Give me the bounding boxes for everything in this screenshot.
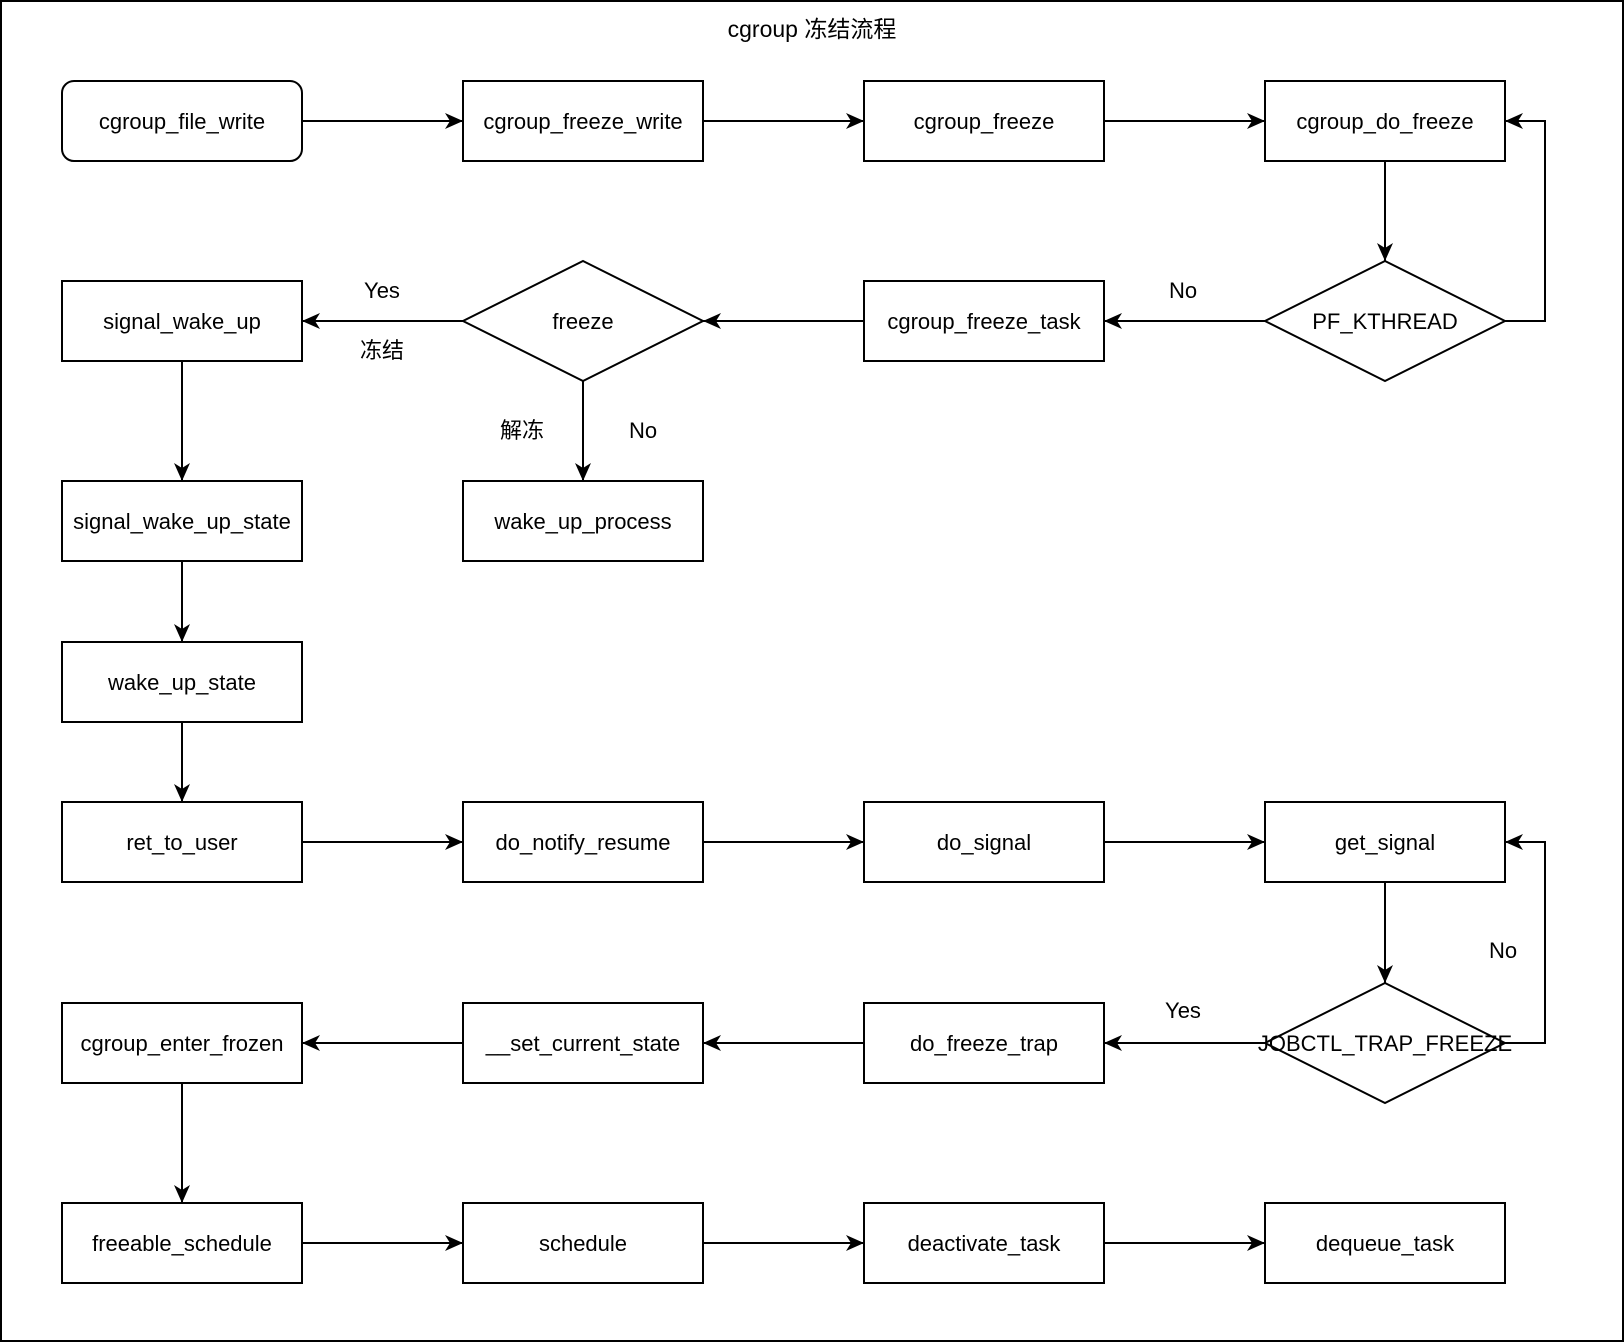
node-shape-do-freeze-trap — [863, 1002, 1105, 1084]
node-deactivate-task: deactivate_task — [863, 1202, 1105, 1284]
node-shape-cgroup-file-write — [61, 80, 303, 162]
edge-labels-layer: No Yes 冻结 解冻 No Yes No — [360, 278, 1517, 1023]
node-do-freeze-trap: do_freeze_trap — [863, 1002, 1105, 1084]
node-shape-set-current-state — [462, 1002, 704, 1084]
node-label-do-freeze-trap: do_freeze_trap — [910, 1031, 1058, 1056]
node-label-signal-wake-up: signal_wake_up — [103, 309, 261, 334]
node-shape-cgroup-enter-frozen — [61, 1002, 303, 1084]
diagram-title: cgroup 冻结流程 — [728, 16, 897, 42]
edge-jobctl-trap-freeze-to-get-signal — [1505, 834, 1546, 1044]
node-schedule: schedule — [462, 1202, 704, 1284]
node-label-signal-wake-up-state: signal_wake_up_state — [73, 509, 291, 534]
node-shape-cgroup-freeze-task — [863, 280, 1105, 362]
edge-pf-kthread-to-cgroup-do-freeze — [1505, 113, 1546, 322]
node-label-cgroup-enter-frozen: cgroup_enter_frozen — [80, 1031, 283, 1056]
node-label-deactivate-task: deactivate_task — [908, 1231, 1062, 1256]
node-shape-freeze — [460, 259, 706, 383]
edge-label-freeze-no: No — [629, 418, 657, 443]
node-shape-cgroup-freeze — [863, 80, 1105, 162]
node-jobctl-trap-freeze: JOBCTL_TRAP_FREEZE — [1258, 981, 1512, 1105]
node-signal-wake-up-state: signal_wake_up_state — [61, 480, 303, 562]
node-shape-dequeue-task — [1264, 1202, 1506, 1284]
node-label-ret-to-user: ret_to_user — [126, 830, 237, 855]
node-label-cgroup-file-write: cgroup_file_write — [99, 109, 265, 134]
node-cgroup-freeze-write: cgroup_freeze_write — [462, 80, 704, 162]
node-label-jobctl-trap-freeze: JOBCTL_TRAP_FREEZE — [1258, 1031, 1512, 1056]
node-cgroup-file-write: cgroup_file_write — [61, 80, 303, 162]
edges-layer — [174, 113, 1546, 1251]
node-get-signal: get_signal — [1264, 801, 1506, 883]
node-label-do-signal: do_signal — [937, 830, 1031, 855]
node-label-cgroup-freeze: cgroup_freeze — [914, 109, 1055, 134]
node-shape-pf-kthread — [1262, 259, 1508, 383]
node-set-current-state: __set_current_state — [462, 1002, 704, 1084]
node-label-wake-up-state: wake_up_state — [107, 670, 256, 695]
node-shape-signal-wake-up — [61, 280, 303, 362]
node-shape-jobctl-trap-freeze — [1262, 981, 1508, 1105]
node-freeable-schedule: freeable_schedule — [61, 1202, 303, 1284]
node-label-cgroup-freeze-task: cgroup_freeze_task — [887, 309, 1081, 334]
edge-label-freeze-yes: Yes — [364, 278, 400, 303]
node-label-freeze: freeze — [552, 309, 613, 334]
node-label-schedule: schedule — [539, 1231, 627, 1256]
edge-label-freeze-unfreeze: 解冻 — [500, 418, 544, 443]
node-label-get-signal: get_signal — [1335, 830, 1435, 855]
node-do-notify-resume: do_notify_resume — [462, 801, 704, 883]
edge-label-jobctl-yes: Yes — [1165, 998, 1201, 1023]
node-do-signal: do_signal — [863, 801, 1105, 883]
node-freeze: freeze — [460, 259, 706, 383]
node-label-dequeue-task: dequeue_task — [1316, 1231, 1455, 1256]
node-cgroup-enter-frozen: cgroup_enter_frozen — [61, 1002, 303, 1084]
node-cgroup-do-freeze: cgroup_do_freeze — [1264, 80, 1506, 162]
node-shape-do-notify-resume — [462, 801, 704, 883]
node-shape-cgroup-freeze-write — [462, 80, 704, 162]
node-dequeue-task: dequeue_task — [1264, 1202, 1506, 1284]
node-shape-do-signal — [863, 801, 1105, 883]
node-wake-up-state: wake_up_state — [61, 641, 303, 723]
edge-label-pf-kthread-no: No — [1169, 278, 1197, 303]
node-shape-wake-up-state — [61, 641, 303, 723]
node-label-do-notify-resume: do_notify_resume — [496, 830, 671, 855]
node-pf-kthread: PF_KTHREAD — [1262, 259, 1508, 383]
node-label-cgroup-do-freeze: cgroup_do_freeze — [1296, 109, 1473, 134]
edge-label-freeze-frozen: 冻结 — [360, 338, 404, 363]
node-cgroup-freeze: cgroup_freeze — [863, 80, 1105, 162]
node-shape-ret-to-user — [61, 801, 303, 883]
node-label-pf-kthread: PF_KTHREAD — [1312, 309, 1457, 334]
node-shape-freeable-schedule — [61, 1202, 303, 1284]
node-label-set-current-state: __set_current_state — [485, 1031, 680, 1056]
node-shape-cgroup-do-freeze — [1264, 80, 1506, 162]
edge-label-jobctl-no: No — [1489, 938, 1517, 963]
node-label-wake-up-process: wake_up_process — [493, 509, 671, 534]
node-ret-to-user: ret_to_user — [61, 801, 303, 883]
node-shape-deactivate-task — [863, 1202, 1105, 1284]
node-wake-up-process: wake_up_process — [462, 480, 704, 562]
node-cgroup-freeze-task: cgroup_freeze_task — [863, 280, 1105, 362]
node-shape-schedule — [462, 1202, 704, 1284]
node-shape-wake-up-process — [462, 480, 704, 562]
node-shape-get-signal — [1264, 801, 1506, 883]
node-label-cgroup-freeze-write: cgroup_freeze_write — [483, 109, 682, 134]
node-label-freeable-schedule: freeable_schedule — [92, 1231, 272, 1256]
node-shape-signal-wake-up-state — [61, 480, 303, 562]
node-signal-wake-up: signal_wake_up — [61, 280, 303, 362]
